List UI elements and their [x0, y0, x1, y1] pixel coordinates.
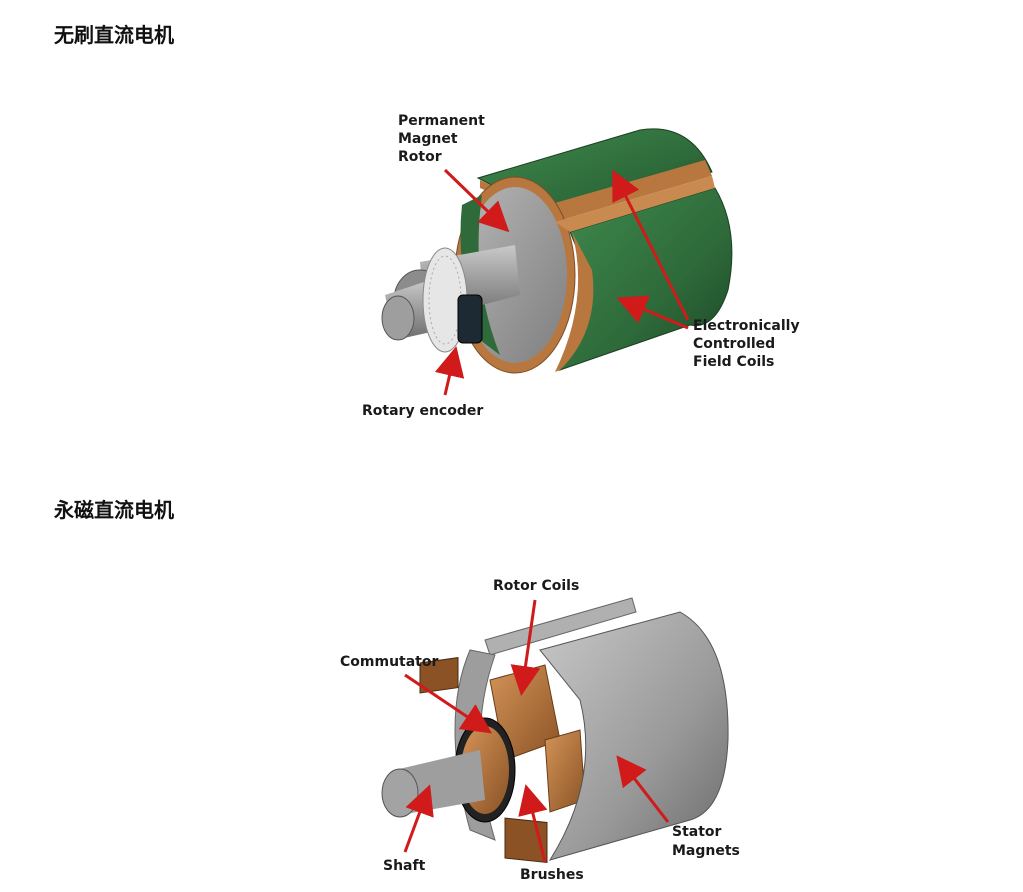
arrow-rotor — [443, 168, 510, 233]
pm-dc-motor-diagram: Rotor Coils Commutator Stator Magnets Sh… — [340, 578, 740, 883]
arrow-commutator — [404, 673, 492, 734]
label-stator-magnets: Stator Magnets — [672, 824, 740, 859]
label-commutator: Commutator — [340, 654, 438, 670]
arrow-brushes — [518, 784, 548, 863]
label-shaft: Shaft — [383, 858, 426, 874]
arrow-rotor-coils — [510, 599, 541, 696]
label-permanent-magnet-rotor: Permanent Magnet Rotor — [398, 113, 490, 165]
arrow-shaft — [403, 784, 434, 853]
arrow-stator — [616, 755, 670, 823]
label-rotor-coils: Rotor Coils — [493, 578, 579, 594]
label-field-coils: Electronically Controlled Field Coils — [693, 318, 804, 370]
arrow-encoder — [434, 346, 465, 396]
arrow-coil-upper — [612, 169, 690, 321]
arrow-coil-lower — [616, 295, 689, 330]
label-brushes: Brushes — [520, 867, 584, 883]
motor-illustration-pmdc — [381, 597, 729, 864]
section-title-brushless-dc-motor: 无刷直流电机 — [54, 23, 174, 47]
section-title-pm-dc-motor: 永磁直流电机 — [54, 498, 174, 522]
label-rotary-encoder: Rotary encoder — [362, 403, 483, 419]
motor-illustration-bldc — [381, 128, 733, 374]
brushless-motor-diagram: Permanent Magnet Rotor Electronically Co… — [362, 113, 804, 419]
